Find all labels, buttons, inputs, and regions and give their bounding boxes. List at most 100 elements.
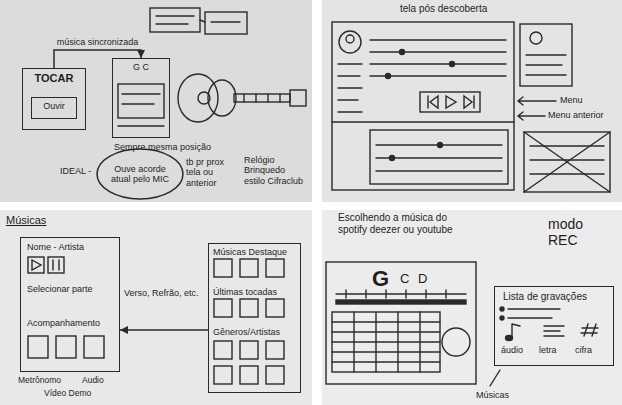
option-box xyxy=(56,336,76,358)
sketch-note: Menu xyxy=(560,95,600,105)
album-tile xyxy=(266,259,284,277)
node-text: Gêneros/Artistas xyxy=(213,327,297,337)
string-lines xyxy=(332,322,440,362)
ink-drawing xyxy=(28,8,610,386)
fret-lines xyxy=(354,312,420,372)
node-text: áudio xyxy=(501,345,535,355)
music-list-screen: Músicas DestaqueÚltimas tocadasGêneros/A… xyxy=(208,243,301,393)
avatar-icon xyxy=(346,35,354,43)
next-icon xyxy=(464,96,474,108)
headstock xyxy=(442,328,470,356)
track-line xyxy=(370,63,506,64)
sketch-note: Escolhendo a música do spotify deezer ou… xyxy=(338,212,463,235)
phone-screen: G C xyxy=(112,58,170,138)
album-tile xyxy=(214,341,232,359)
node-text: Selecionar parte xyxy=(27,284,115,294)
sketch-note: C xyxy=(400,272,414,287)
track-line xyxy=(370,51,506,52)
node-text: Músicas Destaque xyxy=(213,247,297,257)
sketch-note: G xyxy=(372,266,396,291)
note-icon xyxy=(512,324,520,337)
pause-button xyxy=(48,257,64,273)
sketch-note: modo REC xyxy=(548,216,608,248)
sketch-note: Músicas xyxy=(476,390,526,400)
edge-label: música sincronizada xyxy=(55,37,141,47)
leader-line xyxy=(490,370,500,386)
screen-sketch xyxy=(118,84,164,118)
ellipse-outline xyxy=(97,149,183,199)
sketch-line xyxy=(122,93,160,94)
sketch-line xyxy=(211,21,240,22)
tab-dot xyxy=(390,156,395,161)
list-line xyxy=(508,317,552,318)
sketch-line xyxy=(338,99,358,100)
list-bullet xyxy=(500,316,504,320)
sketch-note: Verso, Refrão, etc. xyxy=(124,288,208,298)
album-tile xyxy=(214,259,232,277)
sketch-line xyxy=(338,87,362,88)
guitar-body xyxy=(178,74,218,122)
node-text: Lista de gravações xyxy=(503,291,607,303)
sketch-line xyxy=(530,173,604,174)
sketch-line xyxy=(338,75,360,76)
node-text: cifra xyxy=(575,345,609,355)
sketch-note: tela pós descoberta xyxy=(400,3,520,15)
leader-arrow xyxy=(518,97,556,105)
player-screen: Nome - ArtistaSelecionar parteAcompanham… xyxy=(20,237,120,372)
guitar-neck xyxy=(234,94,290,102)
leader-arrow xyxy=(518,112,545,120)
play-icon xyxy=(32,260,41,270)
node-text: TOCAR xyxy=(26,72,82,85)
album-tile xyxy=(240,299,258,317)
guitar-head xyxy=(290,90,306,106)
fret-line xyxy=(243,94,244,102)
node-text: Nome - Artista xyxy=(27,242,115,252)
node-text: Acompanhamento xyxy=(27,318,115,328)
sketch-line xyxy=(122,103,154,104)
option-box xyxy=(28,336,48,358)
sketch-line xyxy=(118,125,164,126)
avatar-icon xyxy=(339,31,361,53)
album-tile xyxy=(214,366,232,384)
screen-sketch xyxy=(326,262,476,384)
flow-arrow xyxy=(54,50,141,68)
crossed-box xyxy=(524,132,610,192)
option-box xyxy=(84,336,104,358)
album-tile xyxy=(240,341,258,359)
sketch-note: IDEAL - xyxy=(60,166,98,176)
album-tile xyxy=(266,341,284,359)
node-text: Últimas tocadas xyxy=(213,287,297,297)
sketch-line xyxy=(526,74,566,75)
progress-bar xyxy=(336,300,466,304)
sketch-line xyxy=(338,63,362,64)
sketch-note: tb pr prox tela ou anterior xyxy=(186,157,238,188)
sketch-line xyxy=(156,23,188,24)
album-tile xyxy=(240,259,258,277)
node-text: letra xyxy=(539,345,571,355)
sketch-line xyxy=(338,111,362,112)
album-tile xyxy=(214,299,232,317)
tocar-box: Ouvir TOCAR xyxy=(22,68,86,130)
list-line xyxy=(508,308,560,309)
tab-line xyxy=(376,170,502,171)
sketch-box xyxy=(205,12,247,34)
track-dot xyxy=(450,62,455,67)
sketch-line xyxy=(530,145,604,146)
node-text: Ouvir xyxy=(35,101,73,111)
play-button xyxy=(28,257,44,273)
fret-line xyxy=(267,94,268,102)
sketch-note: Sempre mesma posição xyxy=(114,142,214,152)
photo-panel xyxy=(322,0,622,202)
sketch-line xyxy=(156,15,194,16)
chord-icon xyxy=(581,324,598,336)
sketch-note: D xyxy=(418,272,432,287)
track-line xyxy=(370,39,506,40)
button-box: Ouvir xyxy=(31,97,77,119)
fret-line xyxy=(255,94,256,102)
flow-arrow xyxy=(120,329,208,331)
avatar-icon xyxy=(530,32,542,44)
node-text: G C xyxy=(116,62,166,72)
album-tile xyxy=(266,299,284,317)
